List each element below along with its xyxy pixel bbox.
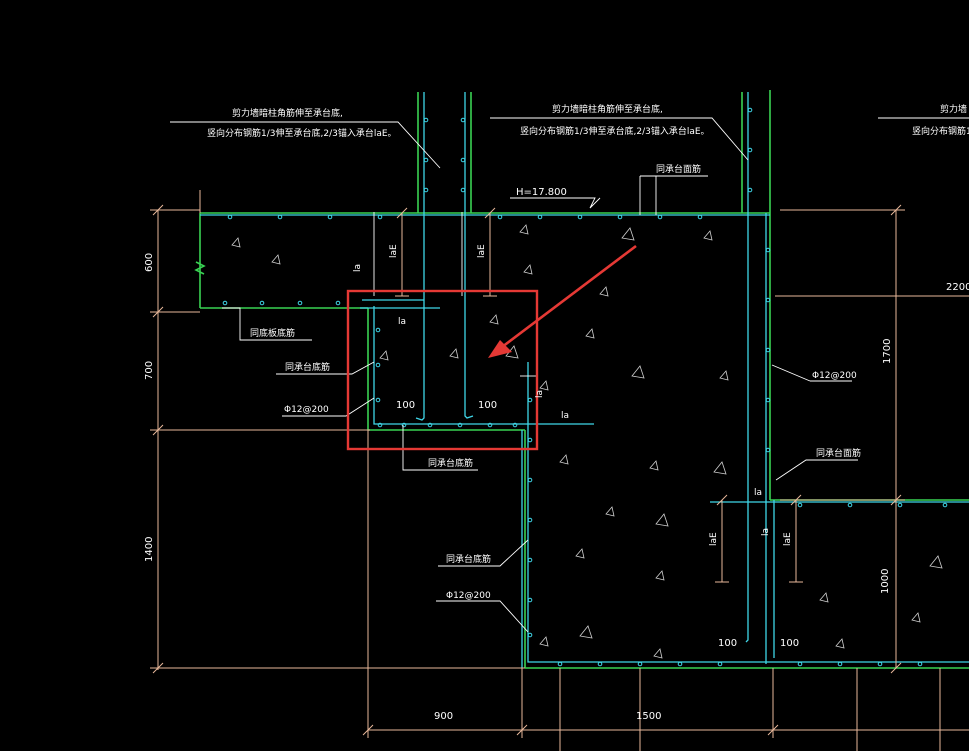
label-elevation: H=17.800 bbox=[516, 187, 567, 198]
cover-100-d: 100 bbox=[780, 638, 799, 649]
note-vertical-bars-1: 竖向分布钢筋1/3伸至承台底,2/3锚入承台laE。 bbox=[207, 127, 397, 139]
label-rebar-3: Φ12@200 bbox=[812, 371, 857, 381]
note-vertical-bars-3: 竖向分布钢筋1/3 bbox=[912, 125, 969, 137]
dim-1400: 1400 bbox=[144, 537, 155, 562]
arrow-head bbox=[488, 340, 512, 358]
anchor-lae-a: laE bbox=[389, 244, 399, 258]
anchor-lae-c: laE bbox=[709, 532, 719, 546]
dim-2200: 2200 bbox=[946, 282, 969, 293]
anchor-lae-d: laE bbox=[783, 532, 793, 546]
anchor-la-a: la bbox=[353, 264, 363, 272]
cover-100-c: 100 bbox=[718, 638, 737, 649]
label-beam-bottom-bars: 同底板底筋 bbox=[250, 327, 295, 339]
label-cap-bottom-1: 同承台底筋 bbox=[285, 361, 330, 373]
note-vertical-bars-2: 竖向分布钢筋1/3伸至承台底,2/3锚入承台laE。 bbox=[520, 125, 710, 137]
dim-1500: 1500 bbox=[636, 711, 661, 722]
note-shear-wall-2: 剪力墙暗柱角筋伸至承台底, bbox=[552, 103, 663, 115]
label-rebar-2: Φ12@200 bbox=[446, 591, 491, 601]
rebar-lines bbox=[200, 92, 969, 668]
dim-700: 700 bbox=[144, 361, 155, 380]
label-rebar-1: Φ12@200 bbox=[284, 405, 329, 415]
anchor-la-f: la bbox=[761, 528, 771, 536]
cover-100-b: 100 bbox=[478, 400, 497, 411]
anchor-lae-b: laE bbox=[477, 244, 487, 258]
note-shear-wall-1: 剪力墙暗柱角筋伸至承台底, bbox=[232, 107, 343, 119]
dimension-lines bbox=[150, 190, 969, 751]
anchor-la-d: la bbox=[561, 411, 569, 421]
anchor-la-b: la bbox=[398, 317, 406, 327]
label-cap-bottom-2: 同承台底筋 bbox=[428, 457, 473, 469]
anchor-la-c: la bbox=[535, 390, 545, 398]
highlight-box bbox=[346, 289, 539, 451]
label-top-bars-1: 同承台面筋 bbox=[656, 163, 701, 175]
dim-900: 900 bbox=[434, 711, 453, 722]
rebar-dots bbox=[222, 107, 948, 667]
concrete-hatch bbox=[231, 224, 943, 659]
anchor-la-e: la bbox=[754, 488, 762, 498]
dim-1700: 1700 bbox=[882, 339, 893, 364]
dim-600: 600 bbox=[144, 253, 155, 272]
arrow-shaft bbox=[497, 244, 637, 352]
highlight-annotation bbox=[346, 244, 637, 451]
cover-100-a: 100 bbox=[396, 400, 415, 411]
text-annotations: 剪力墙暗柱角筋伸至承台底, 竖向分布钢筋1/3伸至承台底,2/3锚入承台laE。… bbox=[144, 103, 969, 722]
note-shear-wall-3: 剪力墙 bbox=[940, 103, 967, 115]
label-cap-bottom-3: 同承台底筋 bbox=[446, 553, 491, 565]
leader-lines bbox=[170, 117, 969, 633]
label-top-bars-2: 同承台面筋 bbox=[816, 447, 861, 459]
dim-1000: 1000 bbox=[880, 569, 891, 594]
